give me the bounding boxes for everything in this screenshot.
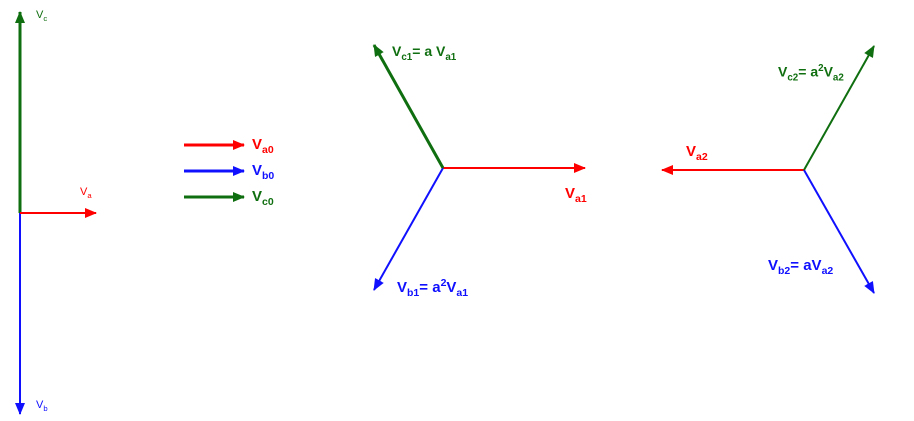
va2-label: Va2 [686,143,708,163]
vb1-label: Vb1= a2Va1 [397,277,469,299]
vb-label: Vb [36,399,48,414]
va1-label: Va1 [565,185,587,205]
vb1-phasor [373,167,444,291]
vc2-phasor [803,45,875,171]
vc-label: Vc [36,9,48,24]
vb2-label: Vb2= aVa2 [768,257,834,277]
vc1-phasor [372,44,445,169]
va0-label: Va0 [252,136,274,156]
vc2-label: Vc2= a2Va2 [778,63,844,84]
vb2-phasor [803,169,875,294]
vc0-label: Vc0 [252,188,274,208]
vc1-label: Vc1= a Va1 [392,43,457,63]
vb0-label: Vb0 [252,162,275,182]
va-label: Va [80,186,92,201]
